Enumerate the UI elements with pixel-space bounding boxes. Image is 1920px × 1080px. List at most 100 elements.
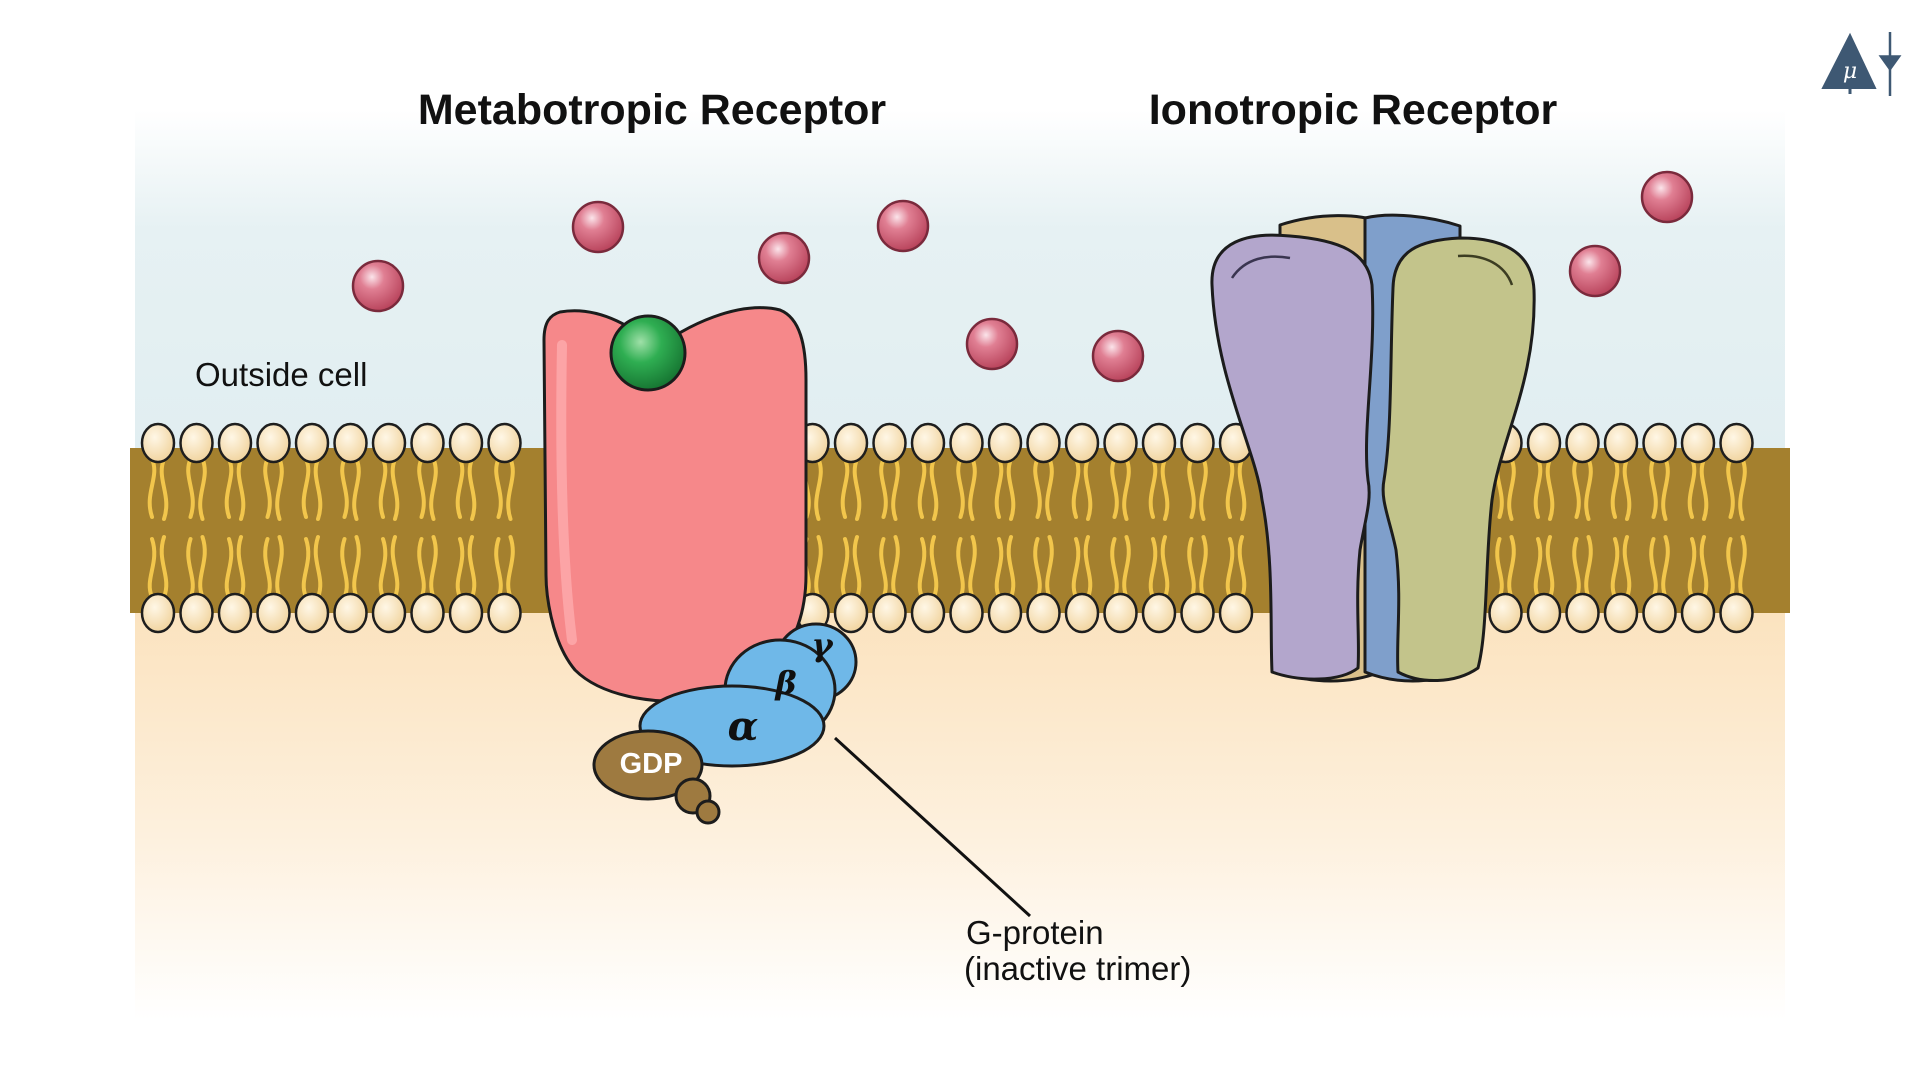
lipid-head <box>1526 422 1562 464</box>
lipid-tail <box>147 457 169 521</box>
lipid-tail <box>994 535 1016 599</box>
channel-right-subunit <box>1381 236 1536 682</box>
ionotropic-title: Ionotropic Receptor <box>1149 86 1558 134</box>
lipid-head <box>1642 422 1677 464</box>
lipid-head <box>833 422 869 464</box>
lipid-head <box>179 422 214 464</box>
lipid-tail <box>1533 457 1555 521</box>
lipid-head <box>371 422 407 464</box>
gamma-label: γ <box>811 626 834 664</box>
lipid-head <box>410 592 445 634</box>
lipid-head <box>1064 592 1100 634</box>
lipid-head <box>140 592 176 634</box>
lipid-tail <box>1649 457 1670 521</box>
lipid-tail <box>263 535 284 599</box>
lipid-tail <box>1071 535 1093 599</box>
lipid-tail <box>378 535 400 599</box>
lipid-head <box>1141 422 1177 464</box>
bound-ligand <box>609 314 687 392</box>
lipid-tail <box>1148 535 1170 599</box>
ionotropic-channel <box>1210 213 1536 683</box>
lipid-tail <box>417 535 438 599</box>
alpha-label: α <box>728 703 759 750</box>
lipid-tail <box>956 457 977 521</box>
lipid-tail <box>1033 535 1054 599</box>
lipid-tail <box>494 457 515 521</box>
lipid-tail <box>1533 535 1555 599</box>
lipid-head <box>1218 592 1254 634</box>
lipid-head <box>949 592 984 634</box>
lipid-head <box>910 422 946 464</box>
lipid-tail <box>1726 535 1747 599</box>
lipid-head <box>217 422 253 464</box>
lipid-head <box>1680 422 1716 464</box>
metabotropic-complex <box>542 306 858 825</box>
beta-label: β <box>774 664 796 702</box>
neurotransmitter <box>1568 244 1622 298</box>
lipid-tail <box>1187 535 1208 599</box>
lipid-head <box>333 422 368 464</box>
lipid-head <box>949 422 984 464</box>
lipid-tail <box>956 535 977 599</box>
channel-highlight-right <box>1457 254 1514 286</box>
lipid-head <box>487 422 522 464</box>
outside-cell-label: Outside cell <box>195 356 367 393</box>
lipid-head <box>256 592 291 634</box>
neurotransmitter <box>965 317 1019 371</box>
lipid-tails <box>147 457 1747 599</box>
lipid-tail <box>1148 457 1170 521</box>
lipid-tail <box>1225 457 1247 521</box>
neurotransmitters <box>351 170 1694 383</box>
lipid-head <box>1565 422 1600 464</box>
channel-highlight-left <box>1230 255 1291 279</box>
lipid-tail <box>1610 535 1632 599</box>
lipid-tail <box>263 457 284 521</box>
neurotransmitter <box>351 259 405 313</box>
lipid-head <box>179 592 214 634</box>
lipid-head <box>910 592 946 634</box>
gdp-label: GDP <box>620 748 683 780</box>
neurotransmitter <box>757 231 811 285</box>
lipid-head <box>872 422 907 464</box>
lipid-head <box>448 422 484 464</box>
lipid-head <box>987 422 1023 464</box>
lipid-tail <box>417 457 438 521</box>
lipid-tail <box>1495 535 1516 599</box>
lipid-tail <box>840 457 862 521</box>
lipid-tail <box>494 535 515 599</box>
neurotransmitter <box>1091 329 1145 383</box>
lipid-tail <box>186 457 207 521</box>
g-protein-sublabel: (inactive trimer) <box>964 950 1191 987</box>
lipid-head <box>872 592 907 634</box>
lipid-tail <box>1033 457 1054 521</box>
lipid-head <box>1565 592 1600 634</box>
lipid-head <box>1103 592 1138 634</box>
lipid-head <box>1488 592 1523 634</box>
lipid-head <box>333 592 368 634</box>
lipid-tail <box>1649 535 1670 599</box>
lipid-head <box>294 592 330 634</box>
neurotransmitter <box>571 200 625 254</box>
lipid-head <box>487 592 522 634</box>
lipid-head <box>1180 592 1215 634</box>
neurotransmitter <box>876 199 930 253</box>
lipid-head <box>1064 422 1100 464</box>
lipid-tail <box>340 457 361 521</box>
lipid-head <box>1026 592 1061 634</box>
lipid-tail <box>1187 457 1208 521</box>
g-protein-pointer-line <box>833 736 1032 918</box>
lipid-head <box>1680 592 1716 634</box>
lipid-tail <box>1687 457 1709 521</box>
metabotropic-title: Metabotropic Receptor <box>418 86 887 134</box>
lipid-tail <box>147 535 169 599</box>
gdp-molecule <box>592 729 704 801</box>
lipid-head <box>448 592 484 634</box>
lipid-tail <box>1610 457 1632 521</box>
lipid-tail <box>224 457 246 521</box>
lipid-head <box>217 592 253 634</box>
lipid-head <box>833 592 869 634</box>
neuron-logo-icon: μ <box>1821 32 1902 96</box>
lipid-tail <box>917 457 939 521</box>
g-protein-label: G-protein <box>966 914 1104 951</box>
lipid-head <box>1603 422 1639 464</box>
